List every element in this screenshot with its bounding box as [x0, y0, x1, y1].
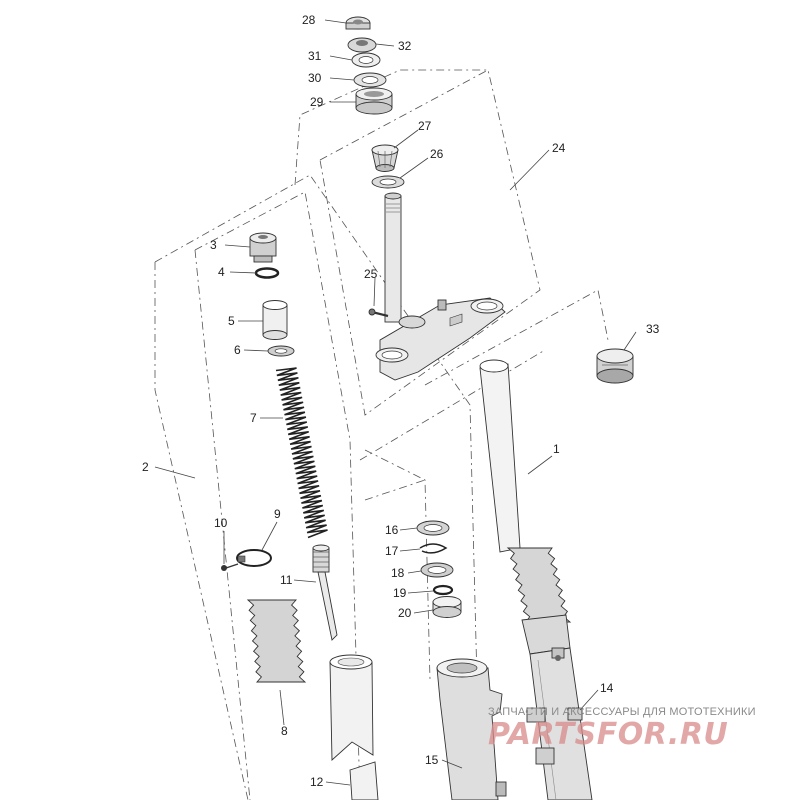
- group-outline-seal: [364, 449, 431, 681]
- callout-26: 26: [430, 147, 444, 161]
- group-outline-top: [294, 69, 488, 186]
- part-33-cap: [596, 348, 634, 384]
- callout-31: 31: [308, 49, 322, 63]
- part-25-bolt: [368, 308, 389, 318]
- callout-19: 19: [393, 586, 407, 600]
- callout-25: 25: [364, 267, 378, 281]
- callout-17: 17: [385, 544, 399, 558]
- callout-12: 12: [310, 775, 324, 789]
- callout-9: 9: [274, 507, 281, 521]
- callout-labels: 28 32 31 30 29 27 26 24 25 33 3 4 5 6 7 …: [142, 13, 660, 789]
- callout-18: 18: [391, 566, 405, 580]
- part-24-steering-stem: [375, 192, 506, 381]
- part-7-fork-spring: [275, 367, 328, 539]
- part-6-washer: [267, 345, 295, 357]
- part-11-damper-rod: [312, 544, 338, 641]
- callout-16: 16: [385, 523, 399, 537]
- part-16-oil-seal: [416, 520, 450, 536]
- group-outline-steering-stem: [319, 69, 541, 416]
- part-19-washer: [432, 584, 454, 596]
- part-30-dust-seal: [353, 72, 387, 88]
- part-5-spacer: [262, 300, 288, 340]
- part-31-adjusting-nut: [351, 52, 381, 68]
- callout-27: 27: [418, 119, 432, 133]
- callout-10: 10: [214, 516, 228, 530]
- callout-11: 11: [280, 573, 293, 587]
- part-10-screw: [221, 563, 239, 571]
- part-3-fork-cap-bolt: [249, 232, 277, 263]
- callout-1: 1: [553, 442, 560, 456]
- part-17-circlip: [419, 543, 448, 554]
- group-outlines: [154, 69, 609, 800]
- part-8-fork-boot: [246, 599, 307, 683]
- callout-20: 20: [398, 606, 412, 620]
- callout-5: 5: [228, 314, 235, 328]
- group-outline-inner-left: [194, 249, 251, 800]
- part-28-top-nut: [345, 16, 371, 30]
- callout-33: 33: [646, 322, 660, 336]
- callout-2: 2: [142, 460, 149, 474]
- group-outline-fork-leg: [154, 174, 481, 800]
- callout-15: 15: [425, 753, 439, 767]
- callout-3: 3: [210, 238, 217, 252]
- part-32-lock-washer: [347, 37, 377, 53]
- leader-lines: [154, 19, 637, 786]
- callout-29: 29: [310, 95, 324, 109]
- callout-7: 7: [250, 411, 257, 425]
- part-15-outer-tube: [436, 658, 507, 800]
- callout-14: 14: [600, 681, 614, 695]
- part-20-guide-bushing: [432, 596, 462, 618]
- part-4-o-ring: [254, 267, 280, 279]
- callout-30: 30: [308, 71, 322, 85]
- part-1-fork-assembly: [479, 359, 593, 800]
- callout-6: 6: [234, 343, 241, 357]
- group-outline-seal-left: [364, 479, 426, 501]
- part-26-dust-seal: [371, 175, 405, 189]
- watermark-logo: PARTSFOR.RU: [488, 717, 729, 752]
- callout-32: 32: [398, 39, 412, 53]
- callout-8: 8: [281, 724, 288, 738]
- watermark-tagline: ЗАПЧАСТИ И АКСЕССУАРЫ ДЛЯ МОТОТЕХНИКИ: [488, 706, 756, 718]
- part-27-tapered-bearing: [371, 144, 399, 172]
- part-9-hose-clamp: [236, 549, 272, 567]
- callout-24: 24: [552, 141, 566, 155]
- callout-4: 4: [218, 265, 225, 279]
- part-18-oil-seal: [420, 562, 454, 578]
- callout-28: 28: [302, 13, 316, 27]
- part-29-bearing: [355, 87, 393, 115]
- part-12-inner-tube: [329, 654, 379, 800]
- group-outline-fork-leg-left: [154, 262, 249, 800]
